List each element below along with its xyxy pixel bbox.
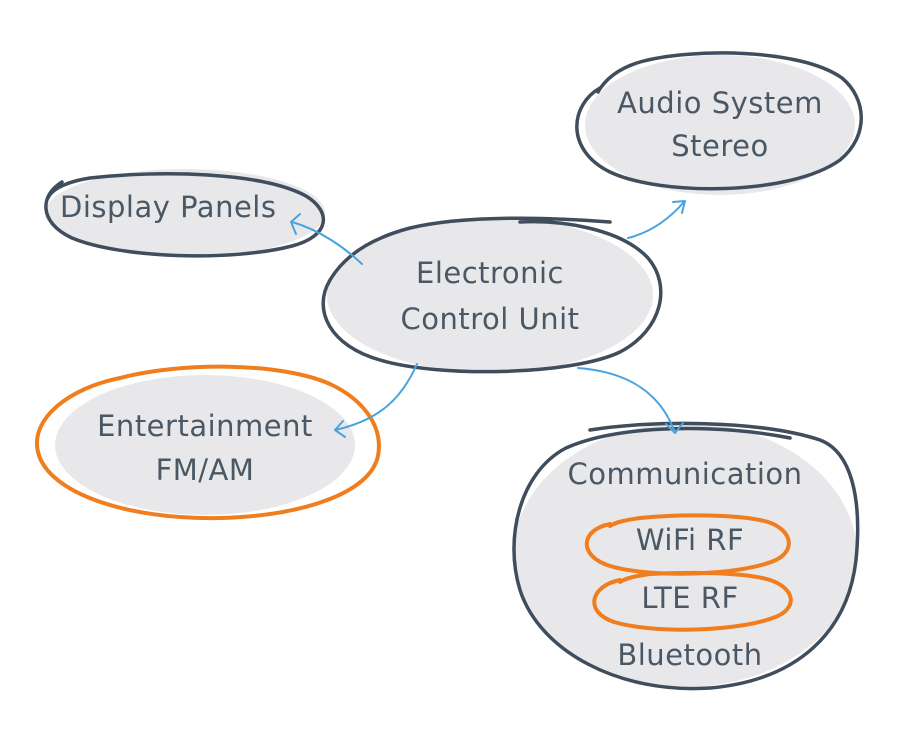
communication-node [512,421,860,691]
wifi-rf-highlight [584,513,791,576]
entertainment-node [34,364,381,521]
audio-system-outline [575,51,863,191]
entertainment-label-line1: Entertainment [97,409,313,443]
display-panels-node [44,169,325,258]
ecu-outline [321,216,663,374]
entertainment-outline [34,364,381,521]
arrow-ecu-to-entertainment [334,363,418,438]
display-panels-label: Display Panels [60,190,277,224]
audio-system-fill [585,55,855,195]
ecu-label-line2: Control Unit [400,302,580,336]
audio-system-label-line2: Stereo [671,129,769,163]
arrow-ecu-to-audio-system [627,200,686,239]
lte-rf-highlight [592,570,793,632]
audio-system-node [575,51,863,195]
ecu-node [321,216,663,374]
entertainment-fill [55,375,355,515]
communication-fill [513,423,857,687]
audio-system-label-line1: Audio System [617,86,823,120]
arrow-ecu-to-display-panels [290,213,363,265]
ecu-label-line1: Electronic [416,256,564,290]
entertainment-label-line2: FM/AM [155,453,255,487]
connector-arrows [290,200,686,438]
communication-item-lte-rf: LTE RF [641,581,739,615]
display-panels-fill [45,169,325,257]
communication-item-wifi-rf: WiFi RF [635,523,745,557]
arrow-ecu-to-communication [577,367,684,434]
communication-item-bluetooth: Bluetooth [617,638,763,672]
ecu-fill [327,217,653,373]
communication-title: Communication [567,457,803,491]
communication-outline [512,421,860,691]
display-panels-outline [44,172,325,258]
